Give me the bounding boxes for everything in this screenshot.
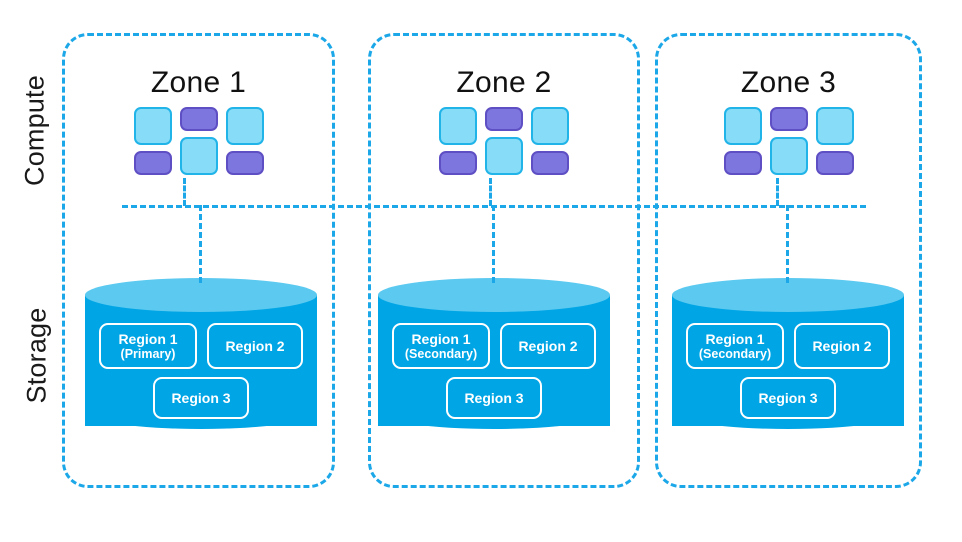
compute-tile-column [531,107,569,175]
region-box[interactable]: Region 2 [500,323,596,369]
zone-container-1[interactable] [62,33,335,488]
compute-tile-column [179,107,218,175]
region-group: Region 1 (Secondary) Region 2 Region 3 [378,323,610,433]
compute-tile-column [485,107,523,175]
compute-tile-bar[interactable] [179,107,218,131]
compute-tile-bar[interactable] [133,151,172,175]
compute-tile-column [439,107,477,175]
region-box[interactable]: Region 3 [446,377,542,419]
region-role: (Primary) [120,346,176,361]
compute-tile-bar[interactable] [723,151,762,175]
compute-tile-square[interactable] [179,137,218,175]
region-name: Region 2 [518,337,578,354]
region-name: Region 2 [812,337,872,354]
storage-drop-line-2 [492,205,495,283]
compute-tile-column [769,107,808,175]
compute-cluster-1[interactable] [62,107,335,175]
cylinder-body [672,295,904,426]
zone-container-2[interactable] [368,33,640,488]
cylinder-top-ellipse [378,278,610,312]
storage-drop-line-3 [786,205,789,283]
storage-drop-line-1 [199,205,202,283]
region-name: Region 1 [411,330,471,347]
region-role: (Secondary) [404,346,478,361]
compute-tile-column [815,107,854,175]
region-box[interactable]: Region 3 [740,377,836,419]
storage-cylinder-3[interactable]: Region 1 (Secondary) Region 2 Region 3 [672,278,904,443]
compute-tile-square[interactable] [133,107,172,145]
compute-tile-column [133,107,172,175]
compute-drop-line-1 [183,178,186,206]
compute-tile-bar[interactable] [815,151,854,175]
region-group: Region 1 (Secondary) Region 2 Region 3 [672,323,904,433]
compute-tile-square[interactable] [723,107,762,145]
zone-title-3: Zone 3 [740,66,837,99]
region-name: Region 1 [705,330,765,347]
region-name: Region 2 [225,337,285,354]
row-label-compute: Compute [19,75,50,186]
compute-tile-square[interactable] [815,107,854,145]
cylinder-body [85,295,317,426]
region-name: Region 1 [118,330,178,347]
compute-tile-square[interactable] [531,107,569,145]
compute-drop-line-2 [489,178,492,206]
compute-drop-line-3 [776,178,779,206]
region-role: (Secondary) [698,346,772,361]
region-box[interactable]: Region 1 (Secondary) [392,323,490,369]
compute-tile-bar[interactable] [485,107,523,131]
compute-tile-column [225,107,264,175]
region-box[interactable]: Region 1 (Primary) [99,323,197,369]
compute-tile-square[interactable] [225,107,264,145]
cylinder-body [378,295,610,426]
compute-cluster-3[interactable] [655,107,922,175]
compute-tile-square[interactable] [769,137,808,175]
compute-tile-column [723,107,762,175]
zone-title-2: Zone 2 [456,66,552,99]
storage-cylinder-1[interactable]: Region 1 (Primary) Region 2 Region 3 [85,278,317,443]
zone-container-3[interactable] [655,33,922,488]
region-group: Region 1 (Primary) Region 2 Region 3 [85,323,317,433]
cylinder-top-ellipse [672,278,904,312]
region-box[interactable]: Region 3 [153,377,249,419]
region-name: Region 3 [758,389,818,406]
compute-tile-bar[interactable] [769,107,808,131]
storage-cylinder-2[interactable]: Region 1 (Secondary) Region 2 Region 3 [378,278,610,443]
region-name: Region 3 [171,389,231,406]
zone-title-1: Zone 1 [150,66,247,99]
row-label-storage: Storage [21,307,52,404]
compute-tile-bar[interactable] [531,151,569,175]
cylinder-top-ellipse [85,278,317,312]
compute-tile-bar[interactable] [225,151,264,175]
compute-tile-square[interactable] [485,137,523,175]
region-box[interactable]: Region 2 [207,323,303,369]
region-box[interactable]: Region 2 [794,323,890,369]
compute-tile-square[interactable] [439,107,477,145]
compute-cluster-2[interactable] [368,107,640,175]
region-box[interactable]: Region 1 (Secondary) [686,323,784,369]
compute-tile-bar[interactable] [439,151,477,175]
region-name: Region 3 [464,389,524,406]
